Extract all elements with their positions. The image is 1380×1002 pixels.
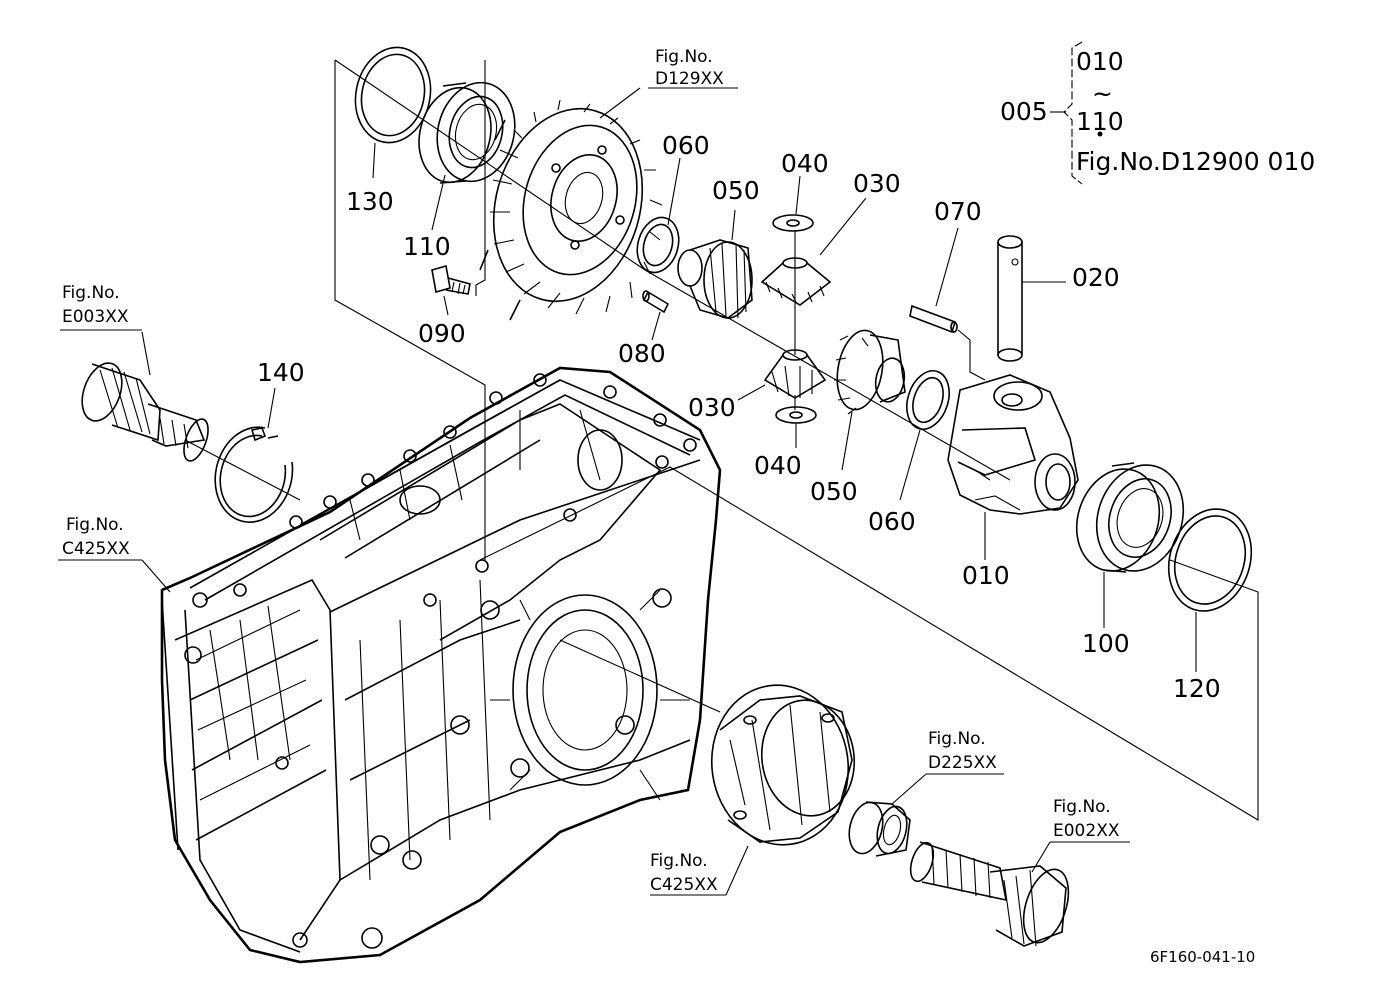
assembly-bracket <box>1050 41 1103 185</box>
ref-c425-left-line1: Fig.No. <box>66 515 124 535</box>
ref-c425-bottom-line1: Fig.No. <box>650 851 708 871</box>
ref-e002-line1: Fig.No. <box>1053 797 1111 817</box>
part-140-snap-ring <box>214 387 294 523</box>
part-100-bearing <box>1075 462 1185 628</box>
ref-c425-left-line2: C425XX <box>62 539 130 559</box>
label-030-top: 030 <box>853 169 901 198</box>
label-040-bottom: 040 <box>754 451 802 480</box>
part-050-side-gear-bottom <box>834 329 906 471</box>
label-020: 020 <box>1072 263 1120 292</box>
drawing-code: 6F160-041-10 <box>1150 948 1255 966</box>
part-080-pin <box>642 290 670 341</box>
cover-c425-drawing <box>650 684 856 896</box>
part-060-washer-bottom <box>899 370 950 501</box>
transmission-case-drawing <box>160 366 722 964</box>
figure-references: Fig.No. D129XX Fig.No. E003XX Fig.No. C4… <box>62 47 1120 895</box>
label-060-top: 060 <box>662 131 710 160</box>
ring-gear-drawing <box>479 87 663 321</box>
part-030-pinion-bottom <box>737 349 827 401</box>
label-060-bottom: 060 <box>868 507 916 536</box>
label-050-bottom: 050 <box>810 477 858 506</box>
label-140: 140 <box>257 358 305 387</box>
note-range-tilde: ~ <box>1092 79 1113 108</box>
label-130: 130 <box>346 187 394 216</box>
part-020-shaft <box>997 235 1066 362</box>
ref-e003-line2: E003XX <box>62 307 129 327</box>
collar-d225-drawing <box>848 773 1004 857</box>
note-range-start: 010 <box>1076 47 1124 76</box>
ref-d225-line2: D225XX <box>928 753 997 773</box>
ref-e003-line1: Fig.No. <box>62 283 120 303</box>
label-050-top: 050 <box>712 176 760 205</box>
part-040-washer-bottom <box>775 406 817 448</box>
part-060-washer-top <box>636 157 681 274</box>
ref-d129-line1: Fig.No. <box>655 47 713 67</box>
part-130-shim <box>354 46 432 179</box>
label-070: 070 <box>934 197 982 226</box>
label-080: 080 <box>618 339 666 368</box>
ref-d225-line1: Fig.No. <box>928 729 986 749</box>
part-040-washer-top <box>772 175 814 232</box>
label-005: 005 <box>1000 97 1048 126</box>
part-070-pin <box>909 227 986 381</box>
part-010-differential-case <box>947 374 1079 560</box>
part-110-bearing <box>418 81 516 231</box>
label-030-bottom: 030 <box>688 393 736 422</box>
ref-d129-line2: D129XX <box>655 69 724 89</box>
ref-e002-line2: E002XX <box>1053 821 1120 841</box>
part-120-shim <box>1167 508 1253 672</box>
part-number-labels: 130 110 090 080 060 050 040 030 070 020 … <box>257 97 1221 703</box>
label-010: 010 <box>962 561 1010 590</box>
label-120: 120 <box>1173 674 1221 703</box>
note-fig-ref: Fig.No.D12900 010 <box>1076 147 1315 176</box>
note-range-end: 110 <box>1076 107 1124 136</box>
label-040-top: 040 <box>781 149 829 178</box>
part-050-side-gear-top <box>677 209 753 319</box>
shaft-e003-drawing <box>60 329 209 462</box>
shaft-e002-drawing <box>909 841 1130 947</box>
ref-c425-bottom-line2: C425XX <box>650 875 718 895</box>
label-090: 090 <box>418 319 466 348</box>
part-030-pinion-top <box>760 197 867 306</box>
part-090-bolt <box>431 60 486 316</box>
assembly-note: 010 ~ 110 Fig.No.D12900 010 <box>1076 47 1315 176</box>
label-110: 110 <box>403 232 451 261</box>
label-100: 100 <box>1082 629 1130 658</box>
